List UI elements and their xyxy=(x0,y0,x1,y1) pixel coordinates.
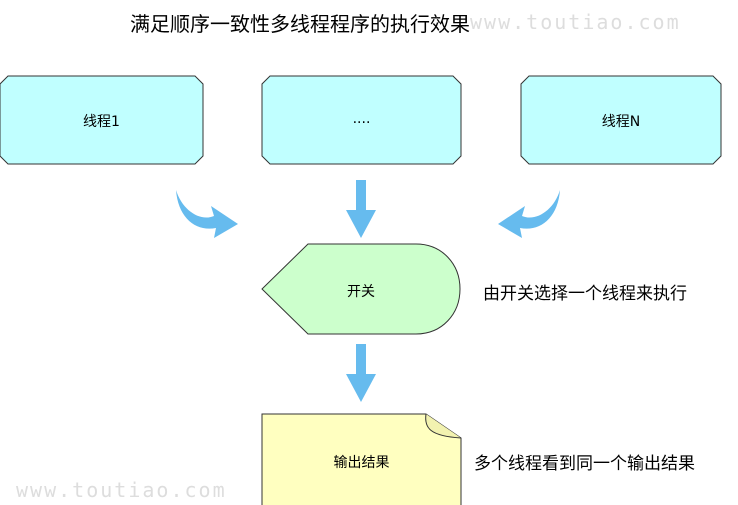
arrow-from-thread-n xyxy=(498,190,560,238)
diagram-title: 满足顺序一致性多线程程序的执行效果 xyxy=(130,12,470,36)
switch-note: 由开关选择一个线程来执行 xyxy=(483,284,687,304)
thread-mid-label: .... xyxy=(352,111,371,127)
thread-n-box xyxy=(520,75,722,165)
watermark-bottom: www.toutiao.com xyxy=(16,478,227,502)
watermark-top: www.toutiao.com xyxy=(470,10,681,34)
output-label: 输出结果 xyxy=(333,455,390,471)
thread-1-box xyxy=(0,75,204,165)
arrow-to-output xyxy=(346,344,376,402)
output-note: 多个线程看到同一个输出结果 xyxy=(474,454,695,474)
output-document xyxy=(261,413,462,505)
switch-label: 开关 xyxy=(347,284,375,300)
output-document-fold xyxy=(425,413,462,439)
thread-1-label: 线程1 xyxy=(83,114,120,130)
thread-n-label: 线程N xyxy=(601,114,641,130)
arrow-from-thread-mid xyxy=(346,180,376,238)
arrow-from-thread-1 xyxy=(176,190,238,238)
switch-shape xyxy=(261,243,461,335)
thread-mid-box xyxy=(261,75,462,165)
